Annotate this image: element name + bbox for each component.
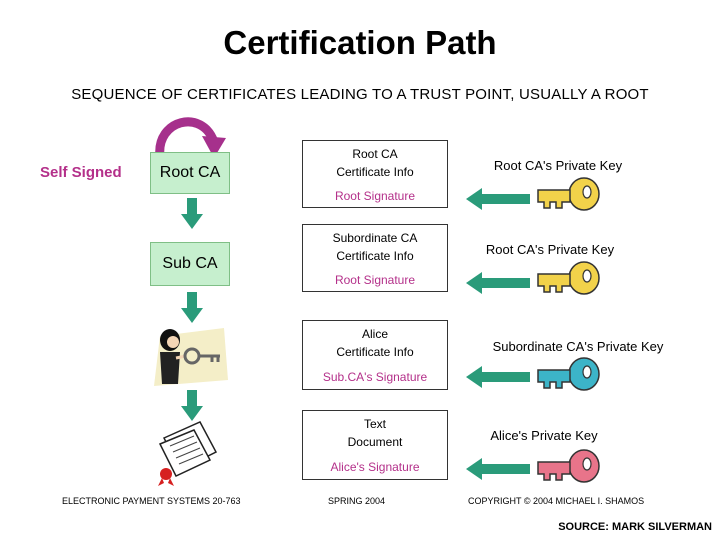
alice-signature: Sub.CA's Signature xyxy=(302,365,448,390)
person-with-key-icon xyxy=(154,328,228,386)
subordinate-ca-certificate: Subordinate CA Certificate Info xyxy=(302,224,448,270)
key-icon xyxy=(537,177,600,211)
signature-label: Alice's Signature xyxy=(330,460,420,474)
root-ca-box: Root CA xyxy=(150,152,230,194)
self-sign-arrow-icon xyxy=(155,117,226,161)
cert-line1: Alice xyxy=(361,327,388,341)
sub-ca-box: Sub CA xyxy=(150,242,230,286)
left-arrow-icon xyxy=(466,272,530,294)
cert-line1: Root CA xyxy=(352,147,398,161)
signature-label: Root Signature xyxy=(334,189,416,203)
root-ca-certificate: Root CA Certificate Info xyxy=(302,140,448,186)
cert-line2: Certificate Info xyxy=(336,249,414,263)
left-arrow-icon xyxy=(466,188,530,210)
sub-ca-label: Sub CA xyxy=(162,255,218,272)
self-signed-label: Self Signed xyxy=(40,164,122,181)
key-label: Alice's Private Key xyxy=(490,428,598,443)
left-arrow-icon xyxy=(466,366,530,388)
key-icon xyxy=(537,357,600,391)
root-ca-signature: Root Signature xyxy=(302,185,448,208)
left-arrow-icon xyxy=(466,458,530,480)
down-arrow-icon xyxy=(181,292,203,323)
page-title: Certification Path xyxy=(223,24,497,61)
page-subtitle: SEQUENCE OF CERTIFICATES LEADING TO A TR… xyxy=(71,86,649,103)
root-ca-label: Root CA xyxy=(159,164,221,181)
key-icon xyxy=(537,449,600,483)
alice-certificate: Alice Certificate Info xyxy=(302,320,448,366)
source-credit: SOURCE: MARK SILVERMAN xyxy=(558,521,712,533)
down-arrow-icon xyxy=(181,198,203,229)
cert-line2: Document xyxy=(347,435,403,449)
signature-label: Root Signature xyxy=(334,273,416,287)
text-document-signature: Alice's Signature xyxy=(302,455,448,480)
key-label: Subordinate CA's Private Key xyxy=(492,339,664,354)
footer-copyright: COPYRIGHT © 2004 MICHAEL I. SHAMOS xyxy=(468,496,645,506)
document-icon xyxy=(158,421,218,486)
down-arrow-icon xyxy=(181,390,203,421)
subordinate-ca-signature: Root Signature xyxy=(302,269,448,292)
cert-line1: Subordinate CA xyxy=(332,231,418,245)
key-label: Root CA's Private Key xyxy=(485,242,615,257)
footer-term: SPRING 2004 xyxy=(328,496,386,506)
signature-label: Sub.CA's Signature xyxy=(322,370,428,384)
key-label: Root CA's Private Key xyxy=(493,158,623,173)
text-document-certificate: Text Document xyxy=(302,410,448,456)
cert-line2: Certificate Info xyxy=(336,345,414,359)
key-icon xyxy=(537,261,600,295)
cert-line2: Certificate Info xyxy=(336,165,414,179)
footer-course: ELECTRONIC PAYMENT SYSTEMS 20-763 xyxy=(62,496,241,506)
cert-line1: Text xyxy=(363,417,386,431)
